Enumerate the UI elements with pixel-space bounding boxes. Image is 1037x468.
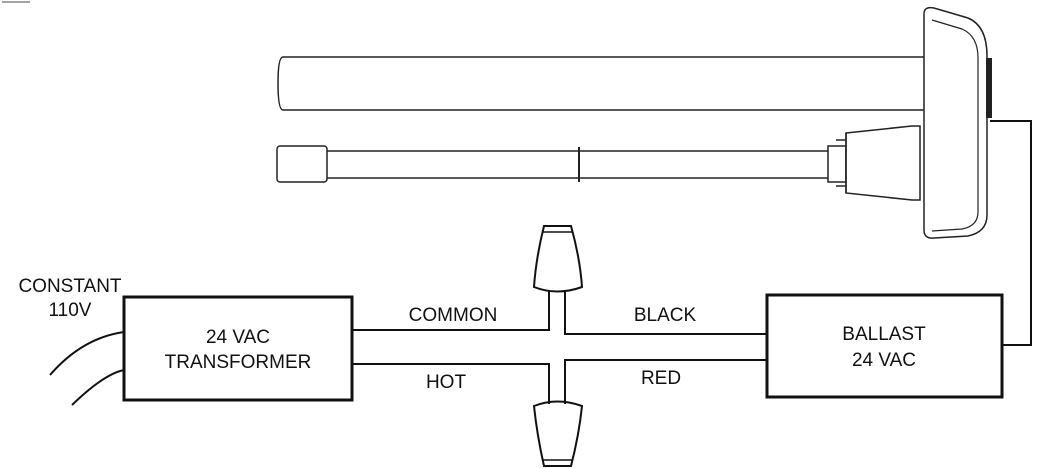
red-label: RED xyxy=(641,368,681,389)
wire-nut-bottom xyxy=(532,400,584,467)
input-label-line2: 110V xyxy=(49,300,92,321)
common-label: COMMON xyxy=(409,305,498,326)
black-wire xyxy=(564,290,767,335)
hot-wire xyxy=(352,363,550,404)
ballast-label-line1: BALLAST xyxy=(842,324,926,345)
input-label-line1: CONSTANT xyxy=(18,276,121,297)
housing-to-ballast-wire xyxy=(990,120,1032,346)
lamp-end-cap xyxy=(276,145,328,183)
transformer-label-line2: TRANSFORMER xyxy=(165,352,312,373)
red-wire xyxy=(564,359,767,404)
lamp-housing xyxy=(923,6,988,239)
transformer-label-line1: 24 VAC xyxy=(206,327,270,348)
black-label: BLACK xyxy=(634,305,697,326)
input-wire-lower xyxy=(71,369,125,406)
transformer-box xyxy=(122,295,354,402)
common-wire xyxy=(352,290,550,331)
wire-nut-top xyxy=(532,225,584,293)
ballast-label-line2: 24 VAC xyxy=(852,350,916,371)
lamp-socket-pin xyxy=(827,145,847,183)
uv-lamp-assembly xyxy=(276,6,992,239)
ballast-box xyxy=(765,293,1004,399)
housing-connector xyxy=(986,58,992,118)
hot-label: HOT xyxy=(426,372,467,393)
upper-lamp-tube xyxy=(277,56,926,111)
lamp-socket xyxy=(845,125,921,201)
input-wire-upper xyxy=(49,331,125,376)
